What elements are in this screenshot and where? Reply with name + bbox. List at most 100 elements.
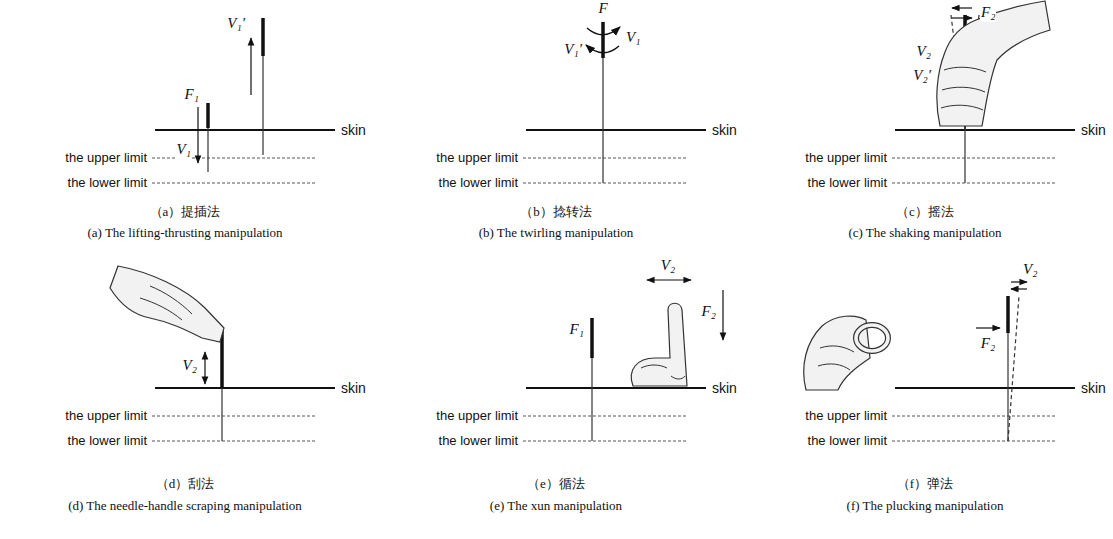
shaking-figure bbox=[937, 1, 1050, 183]
force-velocity-symbol: V₂ bbox=[1022, 261, 1038, 278]
panel-baselines bbox=[523, 130, 706, 183]
force-velocity-symbol: F₁ bbox=[569, 321, 585, 338]
depth-limit-line bbox=[892, 441, 1055, 442]
shaking-figure-part bbox=[952, 7, 972, 8]
panel-baselines bbox=[892, 388, 1075, 441]
plucking-figure bbox=[804, 282, 1027, 441]
shaking-figure-part bbox=[964, 125, 965, 183]
depth-limit-label: the lower limit bbox=[807, 434, 888, 449]
xun-figure-part bbox=[631, 303, 687, 386]
depth-limit-label: the upper limit bbox=[804, 151, 888, 166]
plucking-figure-part bbox=[1007, 333, 1008, 441]
force-velocity-symbol: V₁ bbox=[176, 141, 192, 158]
skin-line bbox=[526, 129, 706, 131]
panel-caption: （a）提插法 bbox=[149, 205, 222, 220]
plucking-figure-part bbox=[1006, 296, 1010, 333]
scraping-figure-part bbox=[110, 266, 224, 342]
panel-caption: (f) The plucking manipulation bbox=[846, 499, 1005, 514]
skin-line bbox=[155, 387, 335, 389]
xun-figure-part bbox=[647, 279, 691, 280]
skin-line bbox=[895, 387, 1075, 389]
force-velocity-symbol: V₂ bbox=[182, 357, 198, 374]
force-velocity-symbol: V₁′ bbox=[563, 41, 583, 58]
depth-limit-label: the lower limit bbox=[807, 176, 888, 191]
depth-limit-label: the upper limit bbox=[435, 151, 519, 166]
lifting-thrusting-figure-part bbox=[262, 56, 263, 155]
lifting-thrusting-figure-part bbox=[197, 107, 198, 163]
depth-limit-line bbox=[892, 416, 1055, 417]
force-velocity-symbol: F₁ bbox=[184, 86, 200, 103]
shaking-figure-part bbox=[937, 1, 1050, 126]
lifting-thrusting-figure-part bbox=[206, 103, 210, 128]
depth-limit-label: the upper limit bbox=[64, 151, 148, 166]
depth-limit-label: the lower limit bbox=[67, 434, 148, 449]
xun-figure-part bbox=[722, 290, 723, 340]
xun-figure bbox=[592, 280, 723, 441]
depth-limit-line bbox=[892, 158, 1055, 159]
panel-caption: （f）弹法 bbox=[896, 477, 954, 492]
depth-limit-label: the lower limit bbox=[438, 176, 519, 191]
depth-limit-label: the upper limit bbox=[435, 409, 519, 424]
panel-baselines bbox=[523, 388, 706, 441]
depth-limit-line bbox=[152, 441, 315, 442]
force-velocity-symbol: F₂ bbox=[980, 4, 996, 21]
plucking-figure-part bbox=[1011, 288, 1027, 289]
panel-caption: (a) The lifting-thrusting manipulation bbox=[86, 226, 283, 241]
depth-limit-line bbox=[523, 158, 686, 159]
plucking-figure-part bbox=[976, 327, 1000, 328]
panel-baselines bbox=[152, 130, 335, 183]
skin-line bbox=[895, 129, 1075, 131]
panel-caption: (e) The xun manipulation bbox=[489, 499, 623, 514]
panel-caption: (d) The needle-handle scraping manipulat… bbox=[67, 499, 303, 514]
force-velocity-symbol: F₂ bbox=[701, 303, 717, 320]
depth-limit-label: the upper limit bbox=[64, 409, 148, 424]
lifting-thrusting-figure bbox=[198, 18, 263, 172]
skin-line bbox=[526, 387, 706, 389]
force-velocity-symbol: V₂′ bbox=[912, 67, 932, 84]
skin-and-depth-lines bbox=[152, 130, 1075, 441]
depth-limit-label: the lower limit bbox=[438, 434, 519, 449]
skin-label: skin bbox=[1080, 380, 1107, 396]
plucking-figure-part bbox=[1011, 281, 1027, 282]
xun-figure-part bbox=[591, 358, 592, 441]
panel-caption: （d）刮法 bbox=[155, 477, 216, 492]
xun-figure-part bbox=[590, 318, 594, 358]
skin-label: skin bbox=[340, 122, 367, 138]
plucking-figure-part bbox=[856, 325, 888, 351]
scraping-figure-part bbox=[140, 286, 192, 320]
scraping-figure-part bbox=[204, 352, 205, 384]
depth-limit-line bbox=[892, 183, 1055, 184]
xun-figure-part bbox=[641, 365, 685, 379]
force-velocity-symbol: F bbox=[597, 0, 608, 17]
force-velocity-symbol: V₁ bbox=[625, 29, 641, 46]
shaking-figure-part bbox=[952, 17, 972, 18]
skin-label: skin bbox=[711, 122, 738, 138]
skin-label: skin bbox=[340, 380, 367, 396]
depth-limit-line bbox=[152, 416, 315, 417]
skin-line bbox=[155, 129, 335, 131]
skin-label: skin bbox=[711, 380, 738, 396]
plucking-figure-part bbox=[856, 325, 888, 351]
depth-limit-line bbox=[152, 183, 315, 184]
scraping-figure-part bbox=[221, 388, 222, 441]
shaking-figure-part bbox=[941, 67, 986, 110]
depth-limit-label: the lower limit bbox=[67, 176, 148, 191]
panel-caption: (c) The shaking manipulation bbox=[847, 226, 1002, 241]
force-velocity-symbol: V₁′ bbox=[226, 15, 246, 32]
twirling-figure-part bbox=[586, 45, 619, 53]
depth-limit-line bbox=[523, 441, 686, 442]
plucking-figure-part bbox=[1008, 296, 1019, 441]
plucking-figure-part bbox=[818, 346, 854, 370]
twirling-figure-part bbox=[587, 27, 620, 35]
depth-limit-label: the upper limit bbox=[804, 409, 888, 424]
panel-caption: （b）捻转法 bbox=[519, 205, 593, 220]
panel-caption: （c）摇法 bbox=[895, 205, 955, 220]
force-velocity-symbol: V₂ bbox=[660, 257, 676, 274]
lifting-thrusting-figure-part bbox=[261, 18, 265, 56]
lifting-thrusting-figure-part bbox=[207, 128, 208, 172]
panel-baselines bbox=[152, 388, 335, 441]
depth-limit-line bbox=[523, 183, 686, 184]
